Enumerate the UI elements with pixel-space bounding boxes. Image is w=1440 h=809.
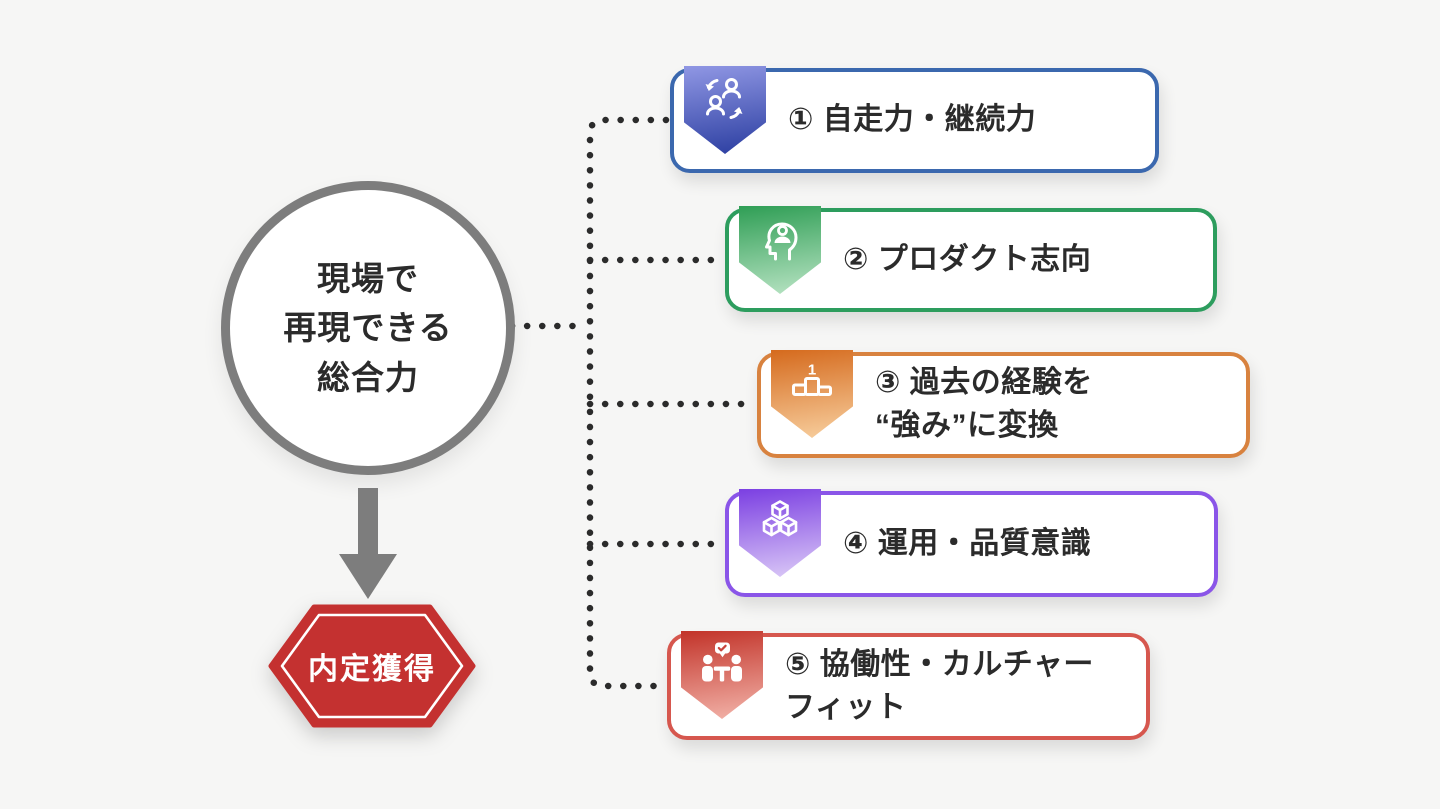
- team-discussion-icon: [702, 642, 742, 682]
- ability-card-5-badge: [681, 631, 763, 719]
- down-arrow-head: [339, 554, 397, 599]
- connector-spine: [586, 116, 670, 690]
- svg-text:1: 1: [808, 362, 816, 379]
- hexagon-shape: [268, 604, 476, 728]
- outcome-badge: 内定獲得: [268, 604, 476, 728]
- podium-first-place-icon: 1: [792, 362, 832, 396]
- outcome-badge-label: 内定獲得: [308, 653, 436, 686]
- ability-card-5: ⑤ 協働性・カルチャー フィット: [667, 631, 1150, 740]
- ability-card-1: ① 自走力・継続力: [670, 66, 1159, 173]
- center-node: 現場で 再現できる 総合力: [221, 181, 515, 475]
- ability-card-3: 1 ③ 過去の経験を “強み”に変換: [757, 350, 1250, 458]
- ability-card-4: ④ 運用・品質意識: [725, 489, 1218, 597]
- ability-card-3-label: ③ 過去の経験を “強み”に変換: [875, 366, 1093, 442]
- ability-card-3-badge: 1: [771, 350, 853, 438]
- ability-card-2: ② プロダクト志向: [725, 206, 1217, 312]
- ability-card-5-label: ⑤ 協働性・カルチャー フィット: [785, 647, 1094, 724]
- head-user-icon: [765, 222, 798, 261]
- ability-card-1-label: ① 自走力・継続力: [788, 103, 1037, 137]
- ability-card-4-badge: [739, 489, 821, 577]
- stacked-cubes-icon: [762, 500, 798, 537]
- people-sync-icon: [705, 78, 743, 119]
- center-node-label: 現場で 再現できる 総合力: [283, 259, 453, 396]
- ability-card-1-badge: [684, 66, 766, 154]
- ability-card-2-badge: [739, 206, 821, 294]
- down-arrow-shaft: [358, 488, 378, 556]
- ability-card-2-label: ② プロダクト志向: [843, 242, 1092, 276]
- ability-card-4-label: ④ 運用・品質意識: [843, 526, 1092, 560]
